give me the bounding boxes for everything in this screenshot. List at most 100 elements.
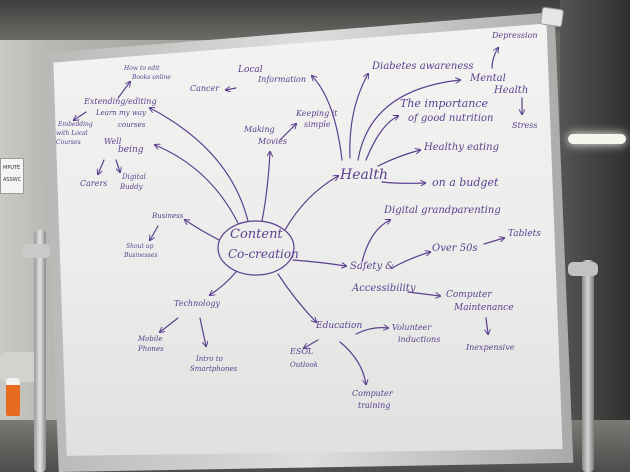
label-books-online: Books online — [132, 74, 171, 81]
arrow-health-local — [312, 76, 343, 161]
label-learn-my-way: Learn my way — [96, 109, 146, 117]
label-health: Health — [340, 167, 388, 183]
label-cancer: Cancer — [190, 84, 220, 93]
label-movies: Movies — [258, 137, 287, 146]
label-phones: Phones — [138, 345, 164, 353]
label-making: Making — [244, 125, 275, 134]
label-extending: Extending/editing — [84, 97, 157, 106]
wall-sign-line: MPUTE — [3, 165, 21, 171]
label-local-courses: Courses — [56, 139, 81, 146]
chair — [0, 352, 38, 382]
label-computer: Computer — [446, 290, 492, 300]
arrow-center-safety — [292, 259, 346, 266]
label-shout-up: Shout up — [126, 243, 154, 250]
label-mental: Mental — [470, 73, 506, 84]
label-training: training — [358, 401, 391, 410]
arrow-over50-tablets — [483, 238, 504, 245]
arrow-extending-howto — [117, 82, 130, 99]
center-ellipse — [217, 220, 295, 276]
label-over-50s: Over 50s — [432, 243, 478, 254]
label-importance-2: of good nutrition — [408, 113, 494, 124]
label-esol: ESOL — [290, 347, 314, 356]
label-courses: courses — [118, 121, 146, 129]
arrow-health-diabetes — [349, 74, 368, 159]
arrow-health-budget — [381, 182, 425, 183]
arrow-center-wellbeing — [155, 145, 239, 224]
label-health-2: Health — [494, 85, 529, 96]
arrow-edu-training — [339, 341, 366, 384]
label-information: Information — [258, 75, 307, 84]
label-depression: Depression — [492, 31, 538, 40]
label-maintenance: Maintenance — [454, 303, 514, 313]
arrow-wellbeing-buddy — [115, 159, 120, 172]
arrow-center-extending — [150, 108, 249, 222]
label-tablets: Tablets — [508, 229, 541, 239]
arrow-health-eating — [377, 150, 420, 167]
label-business: Business — [152, 212, 184, 220]
arrow-extending-embedding — [74, 111, 87, 120]
stand-clamp-right — [568, 262, 598, 276]
label-diabetes: Diabetes awareness — [372, 61, 474, 72]
stand-clamp-left — [22, 244, 50, 258]
arrow-edu-volunteer — [355, 328, 388, 335]
label-keeping: Keeping it — [296, 109, 338, 118]
arrow-center-education — [277, 273, 316, 322]
wall-sign: MPUTE ASSWC — [0, 158, 24, 194]
label-carers: Carers — [80, 179, 108, 188]
arrow-center-health — [284, 176, 338, 231]
arrow-safety-over50 — [391, 252, 430, 269]
arrow-safety-digital — [361, 220, 390, 263]
arrow-tech-mobile — [160, 317, 179, 332]
arrow-tech-intro — [199, 317, 206, 346]
wall-sign-line: ASSWC — [3, 177, 22, 183]
label-volunteer: Volunteer — [392, 323, 432, 332]
label-education: Education — [316, 321, 363, 331]
center-label-top: Content — [230, 227, 283, 242]
label-accessibility: Accessibility — [352, 283, 416, 294]
label-healthy-eating: Healthy eating — [424, 142, 500, 153]
arrow-local-cancer — [226, 88, 237, 90]
label-importance-1: The importance — [400, 97, 489, 110]
label-intro-to: Intro to — [196, 355, 223, 363]
label-stress: Stress — [512, 121, 538, 130]
label-technology: Technology — [174, 299, 221, 308]
label-simple: simple — [304, 120, 331, 129]
arrow-business-shout — [150, 225, 159, 240]
arrow-safety-computer — [407, 291, 440, 296]
arrow-health-importance — [365, 116, 398, 161]
label-inductions: inductions — [398, 335, 441, 344]
label-with-local: with Local — [56, 130, 88, 137]
label-outlook: Outlook — [290, 361, 318, 369]
stand-pole-right — [582, 260, 594, 472]
arrow-computer-inexp — [486, 317, 488, 334]
label-being: being — [118, 145, 144, 155]
label-digital-grand: Digital grandparenting — [384, 205, 501, 216]
ceiling-light — [568, 134, 626, 144]
stand-pole-left — [34, 230, 46, 472]
label-safety: Safety & — [350, 261, 395, 272]
dark-corridor — [560, 0, 630, 472]
label-businesses: Businesses — [124, 252, 158, 259]
label-embedding: Embedding — [58, 121, 93, 128]
arrow-center-business — [185, 220, 220, 241]
arrow-center-technology — [210, 271, 237, 295]
whiteboard-surface — [53, 23, 563, 456]
arrow-mental-depression — [491, 48, 498, 69]
label-smartphones: Smartphones — [190, 365, 238, 373]
label-well: Well — [104, 137, 122, 146]
label-inexpensive: Inexpensive — [466, 343, 515, 352]
label-digital: Digital — [122, 173, 146, 181]
orange-bottle — [6, 378, 20, 416]
label-on-budget: on a budget — [432, 176, 499, 189]
arrow-wellbeing-carers — [98, 159, 105, 174]
arrow-making-keeping — [279, 124, 296, 141]
label-mobile: Mobile — [138, 335, 163, 343]
arrow-center-making — [261, 152, 270, 222]
label-how-to-edit: How to edit — [124, 65, 160, 72]
arrow-health-mental — [357, 80, 460, 161]
label-computer-2: Computer — [352, 389, 393, 398]
label-local: Local — [238, 65, 263, 75]
label-buddy: Buddy — [120, 183, 143, 191]
arrow-edu-esol — [304, 339, 319, 348]
